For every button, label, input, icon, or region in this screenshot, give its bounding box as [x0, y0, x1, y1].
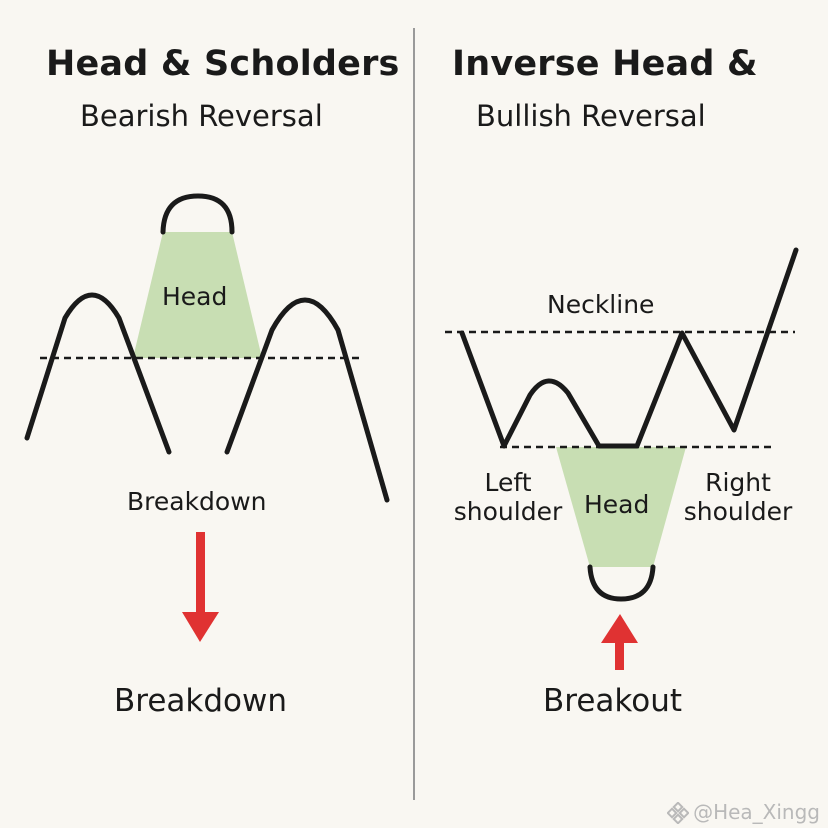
inverse-price-line [459, 247, 799, 449]
left-shoulder-label-line1: Left [484, 468, 532, 497]
left-shoulder-label: Left shoulder [448, 468, 568, 526]
neckline-label: Neckline [547, 290, 655, 319]
right-shoulder-curve [224, 297, 390, 503]
right-subtitle: Bullish Reversal [476, 99, 706, 133]
left-head-cap [160, 193, 235, 235]
left-head-fill [133, 232, 262, 358]
watermark-text: @Hea_Xingg [693, 799, 820, 824]
right-shoulder-label: Right shoulder [676, 468, 800, 526]
right-title: Inverse Head & [452, 44, 758, 84]
left-title: Head & Scholders [46, 44, 400, 84]
right-shoulder-label-line1: Right [705, 468, 771, 497]
left-subtitle: Bearish Reversal [80, 99, 323, 133]
right-result-label: Breakout [543, 683, 683, 719]
left-head-label: Head [162, 282, 228, 311]
left-shoulder-label-line2: shoulder [453, 497, 563, 526]
left-breakdown-label: Breakdown [127, 487, 267, 516]
watermark: @Hea_Xingg [667, 799, 820, 824]
center-divider [413, 28, 415, 800]
binance-logo-icon [667, 802, 690, 824]
breakdown-arrow-down [182, 532, 219, 642]
right-shoulder-label-line2: shoulder [683, 497, 793, 526]
right-head-cap [587, 564, 656, 602]
left-result-label: Breakdown [114, 683, 287, 719]
right-head-label: Head [584, 490, 650, 519]
left-shoulder-curve [24, 292, 172, 455]
right-head-fill [556, 447, 686, 567]
breakout-arrow-up [601, 614, 638, 670]
